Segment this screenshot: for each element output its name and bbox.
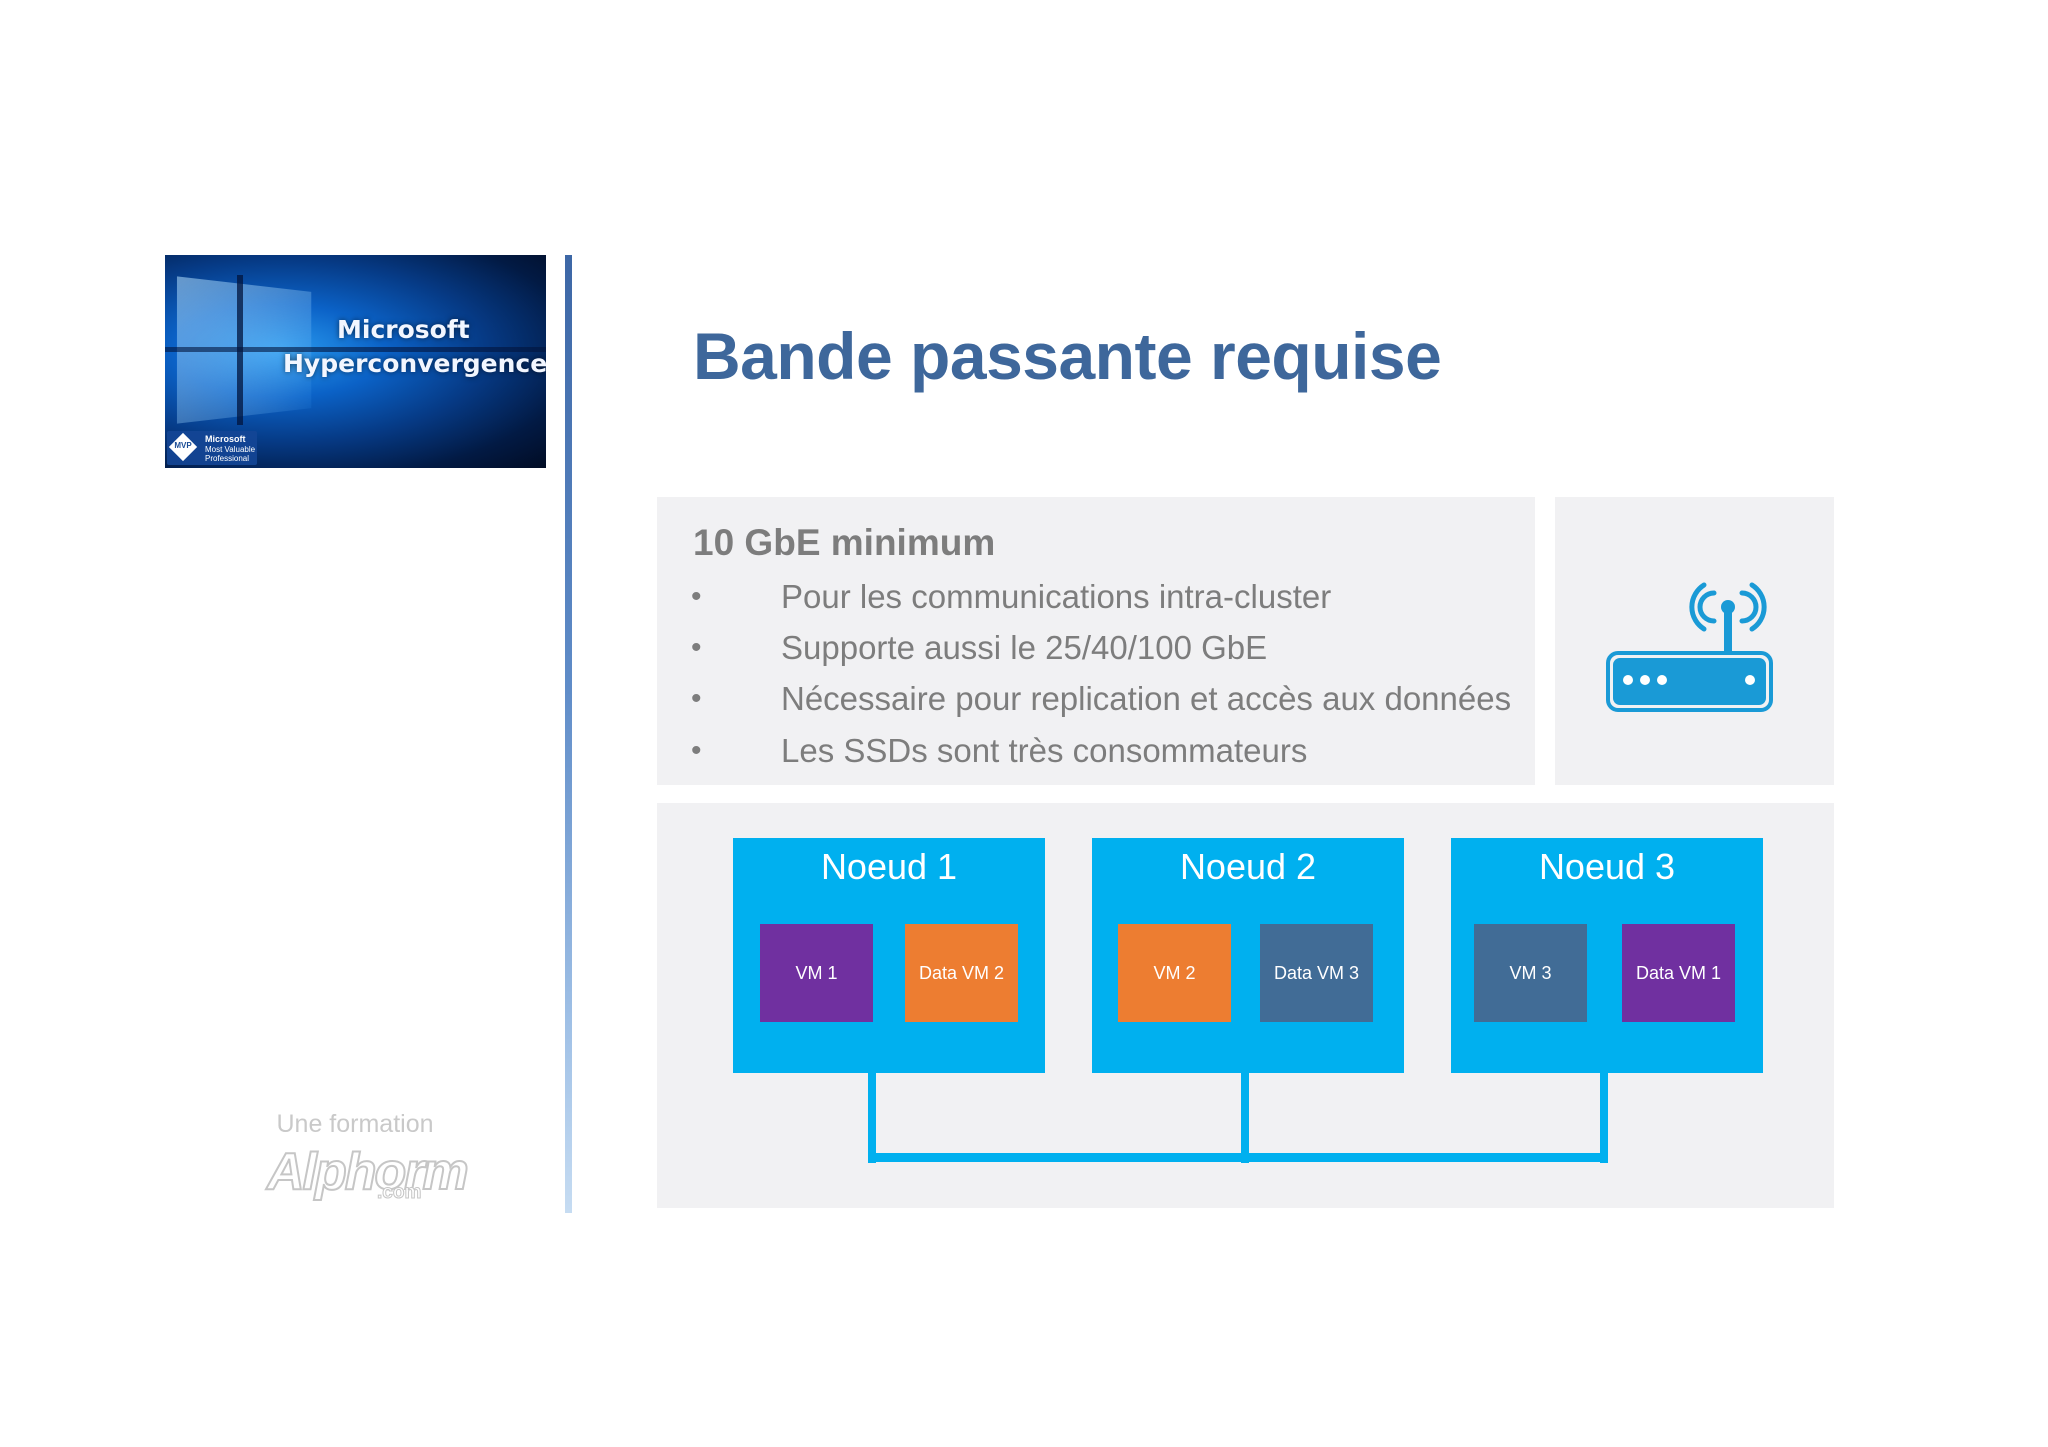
mvp-line2: Most Valuable <box>205 445 256 454</box>
node-title: Noeud 2 <box>1179 846 1317 887</box>
logo-title-line2: Hyperconvergence <box>283 349 546 378</box>
mvp-line3: Professional <box>205 454 250 463</box>
node-title: Noeud 1 <box>820 846 958 887</box>
alphorm-branding: Une formation Alphorm .com <box>245 1110 470 1210</box>
logo-decoration <box>165 347 546 352</box>
wireless-router-icon <box>1606 582 1773 712</box>
bullet-text: Supporte aussi le 25/40/100 GbE <box>781 629 1268 666</box>
alphorm-logo: Alphorm <box>266 1142 470 1202</box>
course-logo: Microsoft Hyperconvergence MVP Microsoft… <box>165 255 546 468</box>
bullet-icon: • <box>691 734 702 767</box>
branding-prefix: Une formation <box>276 1110 434 1138</box>
connector-line <box>1241 1073 1249 1163</box>
info-panel: 10 GbE minimum • Pour les communications… <box>657 497 1535 785</box>
vertical-divider <box>565 255 572 1213</box>
cluster-diagram: Noeud 1 VM 1 Data VM 2 Noeud 2 VM 2 Data… <box>657 803 1834 1208</box>
vm-box: Data VM 3 <box>1260 924 1373 1022</box>
mvp-badge: MVP Microsoft Most Valuable Professional <box>167 431 257 465</box>
bullet-icon: • <box>691 631 702 664</box>
node-title: Noeud 3 <box>1538 846 1676 887</box>
router-panel <box>1555 497 1834 785</box>
bullet-text: Les SSDs sont très consommateurs <box>781 732 1308 769</box>
vm-box: VM 1 <box>760 924 873 1022</box>
connector-line <box>868 1073 876 1163</box>
branding-suffix: .com <box>376 1182 422 1204</box>
info-heading: 10 GbE minimum <box>693 522 996 563</box>
mvp-mark: MVP <box>174 441 192 450</box>
network-bus-line <box>868 1153 1608 1162</box>
mvp-line1: Microsoft <box>205 434 246 444</box>
bullet-icon: • <box>691 580 702 613</box>
node-box: Noeud 3 VM 3 Data VM 1 <box>1451 838 1763 1073</box>
bullet-text: Nécessaire pour replication et accès aux… <box>781 680 1512 717</box>
vm-box: Data VM 1 <box>1622 924 1735 1022</box>
connector-line <box>1600 1073 1608 1163</box>
page-title: Bande passante requise <box>693 319 1442 393</box>
bullet-item: • Nécessaire pour replication et accès a… <box>691 679 1521 730</box>
vm-box: VM 3 <box>1474 924 1587 1022</box>
bullet-icon: • <box>691 682 702 715</box>
bullet-item: • Les SSDs sont très consommateurs <box>691 731 1521 782</box>
vm-box: VM 2 <box>1118 924 1231 1022</box>
node-box: Noeud 1 VM 1 Data VM 2 <box>733 838 1045 1073</box>
vm-box: Data VM 2 <box>905 924 1018 1022</box>
bullet-item: • Pour les communications intra-cluster <box>691 577 1521 628</box>
bullet-item: • Supporte aussi le 25/40/100 GbE <box>691 628 1521 679</box>
node-box: Noeud 2 VM 2 Data VM 3 <box>1092 838 1404 1073</box>
logo-title-line1: Microsoft <box>337 315 470 344</box>
bullet-text: Pour les communications intra-cluster <box>781 578 1332 615</box>
